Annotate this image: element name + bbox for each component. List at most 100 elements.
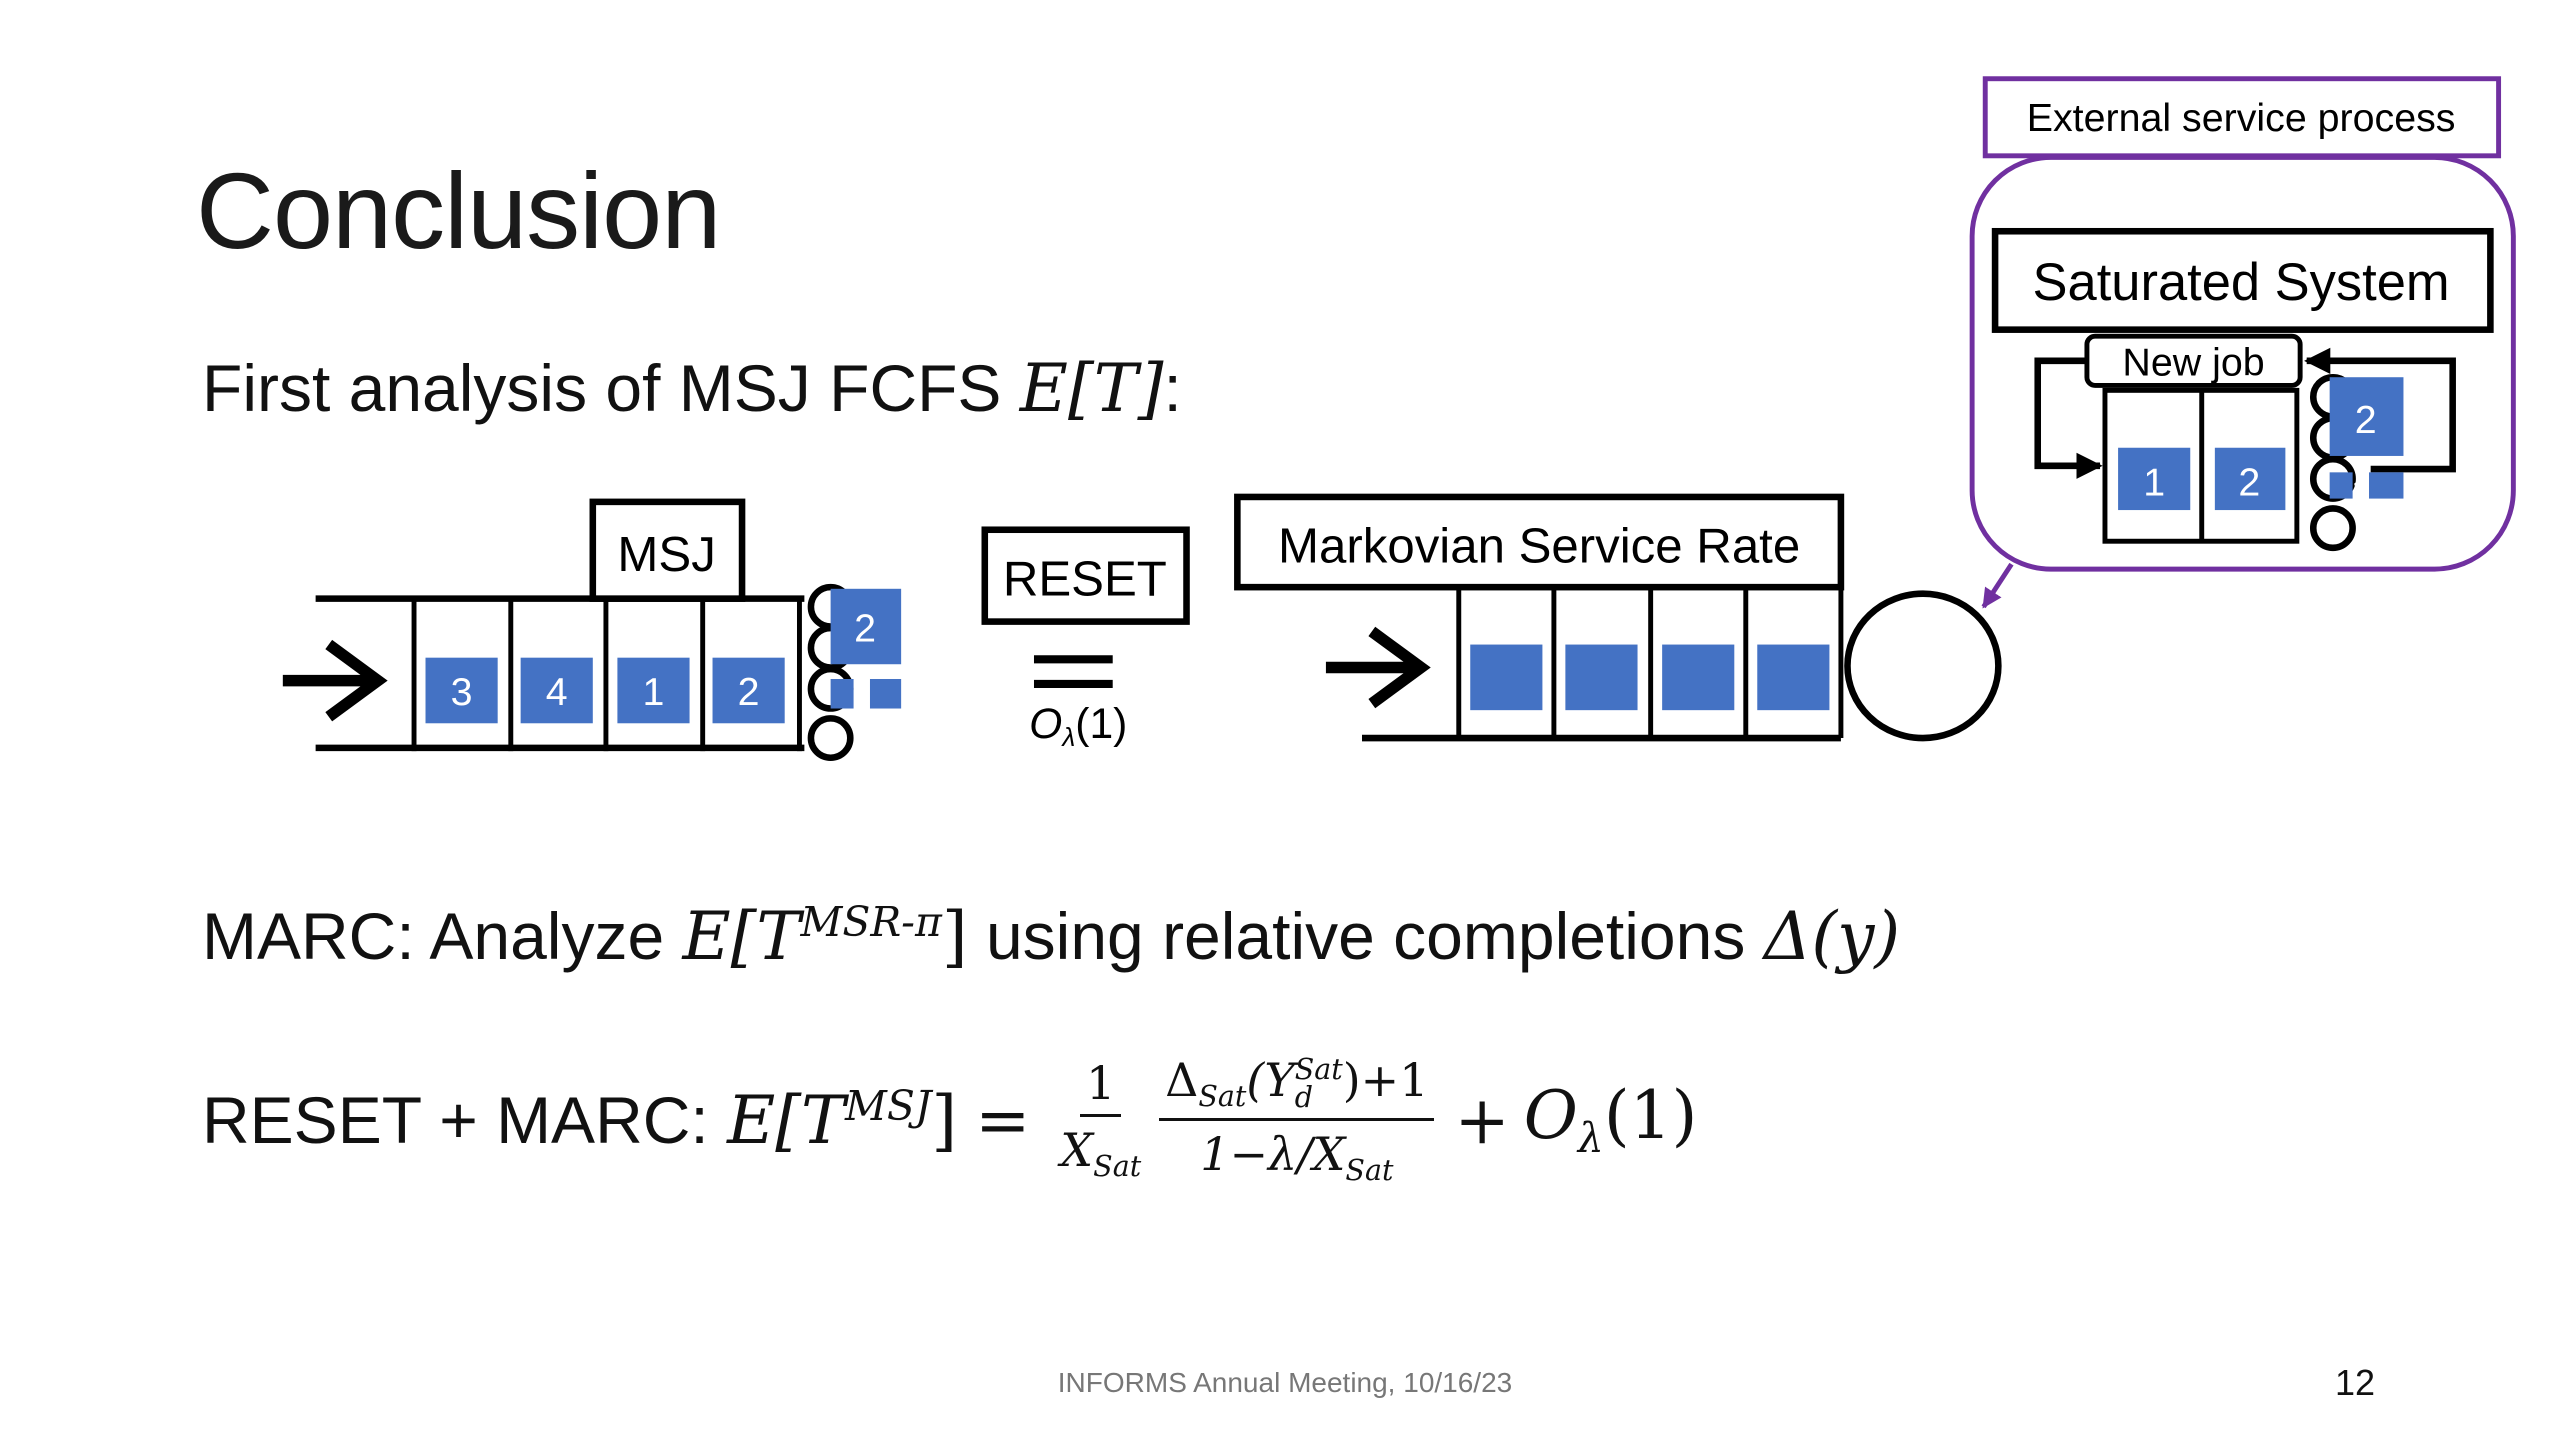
fraction-denominator: XSat [1054, 1117, 1147, 1183]
msr-system: Markovian Service Rate [1234, 493, 2014, 742]
math-close: ] [941, 898, 968, 975]
job-box [1470, 644, 1543, 711]
reset-error-term: Oλ(1) [1029, 700, 1127, 752]
job-box [2118, 447, 2191, 511]
x-sub: Sat [1093, 1150, 1142, 1184]
job-label: 4 [546, 670, 568, 714]
reset-marc-prefix: RESET + MARC: [202, 1083, 728, 1157]
server-job-box [830, 678, 854, 709]
job-box [712, 657, 785, 724]
big-o-sub: λ [1060, 722, 1075, 752]
denominator-sub: Sat [1345, 1153, 1394, 1187]
queue-cells [1456, 587, 1844, 739]
arrival-arrow-icon [282, 639, 388, 722]
loop-arrow-left-icon [2034, 357, 2103, 479]
server-job-box [830, 588, 902, 665]
math-expected-response-time: E[T] [1019, 350, 1164, 427]
job-box [1757, 644, 1830, 711]
marc-line: MARC: Analyze E[TMSR-π] using relative c… [202, 898, 1900, 975]
reset-equivalence: RESET Oλ(1) [981, 526, 1190, 752]
external-process-box [1969, 154, 2516, 572]
math-close: ] [931, 1081, 958, 1159]
external-label: External service process [2027, 96, 2456, 140]
job-box [2214, 447, 2286, 511]
numerator-close: )+1 [1342, 1053, 1429, 1108]
loop-arrow-right-icon [2304, 347, 2456, 473]
delta-symbol: Δ [1165, 1053, 1199, 1108]
purple-link-arrow-icon [1981, 562, 2014, 609]
fraction-denominator: 1−λ/XSat [1194, 1121, 1399, 1187]
job-box [617, 657, 690, 724]
first-analysis-text: First analysis of MSJ FCFS [202, 351, 1020, 425]
server-job-label: 1 [852, 683, 868, 716]
job-box [1662, 644, 1735, 711]
page-number: 12 [2335, 1362, 2376, 1403]
server-job-box [2329, 472, 2353, 499]
new-job-label: New job [2122, 341, 2264, 385]
big-o-arg: (1) [1075, 700, 1127, 748]
math-sup: MSR-π [800, 898, 942, 946]
server-job-label: 1 [2352, 475, 2367, 505]
job-label: 2 [2238, 460, 2260, 504]
math-msr-response: E[TMSR-π] [683, 898, 968, 975]
math-error-term: Oλ(1) [1524, 1077, 1698, 1162]
math-relative-completions: Δ(y) [1763, 898, 1901, 975]
server-job-box [2329, 377, 2404, 456]
y-sub: d [1294, 1081, 1313, 1115]
plus-sign: + [1454, 1081, 1510, 1159]
big-o: O [1029, 700, 1062, 748]
math-sup: MSJ [845, 1081, 932, 1130]
job-label: 1 [2143, 460, 2165, 504]
job-box [425, 657, 498, 724]
y-sup: Sat [1294, 1052, 1343, 1086]
math-base: E[T [727, 1081, 846, 1159]
server-job-box [2369, 472, 2404, 499]
math-msj-response: E[TMSJ] [727, 1082, 957, 1159]
slide-title: Conclusion [196, 150, 721, 271]
reset-label-box [981, 526, 1190, 625]
server-job-box [869, 678, 902, 709]
arrival-arrow-icon [1325, 626, 1431, 709]
first-analysis-line: First analysis of MSJ FCFS E[T]: [202, 350, 1182, 427]
msr-label-box [1234, 493, 1845, 591]
saturated-label: Saturated System [2033, 253, 2450, 312]
denominator-text: 1−λ/X [1200, 1126, 1346, 1181]
new-job-label-box [2084, 333, 2303, 388]
server-job-label: 2 [2355, 398, 2377, 442]
big-o-sub: λ [1577, 1114, 1604, 1163]
big-o-arg: (1) [1603, 1077, 1698, 1155]
fraction-numerator: 1 [1080, 1056, 1122, 1118]
msj-label-box [589, 498, 746, 602]
x-symbol: X [1060, 1123, 1094, 1178]
job-label: 1 [643, 670, 665, 714]
colon: : [1163, 351, 1182, 425]
y-symbol: (Y [1246, 1053, 1295, 1108]
equals-sign: = [975, 1081, 1031, 1159]
server-job-label: 2 [854, 606, 876, 650]
msj-label: MSJ [617, 527, 715, 582]
msr-label: Markovian Service Rate [1278, 519, 1800, 574]
queue-cells [411, 598, 802, 752]
math-base: E[T [682, 898, 801, 975]
server-circle-icon [1844, 590, 2002, 742]
marc-prefix: MARC: Analyze [202, 899, 683, 973]
job-label: 3 [451, 670, 473, 714]
marc-middle: using relative completions [967, 899, 1764, 973]
big-o: O [1523, 1077, 1578, 1155]
msj-system: MSJ 3 4 1 2 2 1 [282, 498, 902, 762]
job-box [520, 657, 593, 724]
external-label-box [1982, 76, 2502, 159]
job-box [1565, 644, 1638, 711]
saturated-label-box [1991, 227, 2494, 333]
job-label: 2 [738, 670, 760, 714]
delta-sub: Sat [1198, 1080, 1247, 1114]
equivalence-icon [1033, 655, 1113, 689]
external-service-process: External service process Saturated Syste… [1969, 76, 2516, 572]
reset-label: RESET [1003, 551, 1167, 606]
slide-footer: INFORMS Annual Meeting, 10/16/23 [1057, 1367, 1513, 1398]
